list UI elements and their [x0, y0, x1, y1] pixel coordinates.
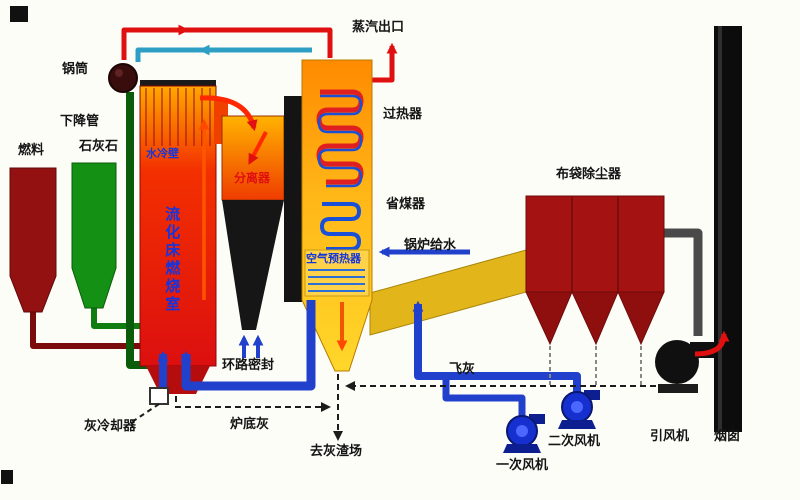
ash-cooler-line: [131, 403, 160, 423]
steam-outlet-pipe: [366, 42, 398, 83]
boiler-drum-vessel: [108, 63, 138, 93]
drum-steam-pipe: [121, 24, 190, 60]
secondary-fan-outlet: [584, 390, 600, 400]
stack-highlight: [718, 26, 722, 432]
air-pipes: [157, 300, 581, 416]
label-fly-ash: 飞灰: [449, 361, 476, 376]
label-induced-draft-fan: 引风机: [650, 428, 690, 443]
label-boiler-drum: 锅筒: [62, 61, 89, 76]
label-fuel: 燃料: [18, 142, 45, 157]
furnace-to-cyclone-arrow: [199, 95, 258, 132]
label-loop-seal: 环路密封: [222, 357, 275, 372]
fans: [503, 330, 730, 453]
label-primary-fan: 一次风机: [496, 457, 549, 472]
idfan-volute: [655, 340, 699, 384]
baghouse-hopper-2: [571, 291, 619, 346]
cyclone-outlet-column: [284, 96, 302, 302]
bottom-ash-line: [175, 396, 331, 412]
chimney-stack: [714, 26, 742, 432]
ash-lines: [131, 346, 656, 441]
furnace-top-band: [140, 80, 216, 88]
label-to-ash-yard: 去灰渣场: [310, 443, 363, 458]
furnace-tube-hatch: [145, 88, 211, 146]
cyclone-cone: [222, 200, 284, 330]
label-air-preheater: 空气预热器: [306, 253, 361, 265]
label-bag-filter: 布袋除尘器: [556, 166, 622, 181]
steam-to-superheater-pipe: [182, 27, 333, 58]
label-bottom-ash: 炉底灰: [230, 416, 270, 431]
economizer-coil: [319, 202, 362, 251]
superheater-coil-blue: [317, 94, 363, 188]
label-chimney: 烟囱: [714, 428, 741, 443]
cyclone-separator: [221, 96, 302, 330]
primary-air-fan: [503, 414, 545, 453]
induced-draft-fan: [655, 330, 730, 393]
preheater-air-pipe: [180, 300, 316, 391]
baghouse-hopper-1: [525, 291, 573, 346]
scan-mark-bottomleft: [1, 470, 13, 484]
primary-fan-base: [503, 444, 541, 453]
primary-air-pipe: [442, 378, 526, 416]
label-combustion-chamber: 流化床燃烧室: [163, 206, 181, 314]
fuel-hopper: [9, 167, 57, 313]
primary-fan-outlet: [529, 414, 545, 424]
backpass-to-baghouse-duct: [369, 249, 527, 336]
label-superheater: 过热器: [383, 106, 423, 121]
air-preheater-shell: [304, 249, 370, 297]
ash-cooler-box: [149, 387, 169, 405]
secondary-fan-hub: [571, 401, 583, 413]
label-secondary-fan: 二次风机: [548, 433, 601, 448]
air-preheater-box: [304, 249, 370, 297]
label-separator: 分离器: [234, 171, 271, 185]
idfan-to-stack-arrow: [694, 330, 730, 357]
process-arrows: [198, 95, 348, 352]
economizer-to-drum-pipe-2: [135, 47, 206, 62]
drum-highlight: [115, 69, 123, 77]
secondary-air-pipe: [412, 300, 581, 392]
label-economizer: 省煤器: [386, 196, 426, 211]
baghouse-to-idfan-duct: [662, 228, 703, 336]
idfan-base: [658, 384, 698, 393]
scan-mark-topleft: [10, 6, 28, 22]
label-ash-cooler: 灰冷却器: [84, 418, 137, 433]
baghouse-body: [525, 195, 665, 293]
baghouse: [525, 195, 665, 346]
fuel-feed-pipe: [30, 310, 151, 351]
baghouse-hopper-3: [617, 291, 665, 346]
label-water-wall: 水冷壁: [146, 148, 179, 160]
scan-artifacts: [1, 6, 28, 484]
limestone-hopper: [71, 162, 117, 309]
label-steam-outlet: 蒸汽出口: [352, 19, 405, 34]
primary-fan-hub: [516, 425, 528, 437]
steam-water-pipes: [121, 24, 470, 258]
air-preheater-tubes: [308, 269, 365, 292]
secondary-fan-base: [558, 420, 596, 429]
cyclone-down-arrow: [248, 131, 268, 165]
label-boiler-feedwater: 锅炉给水: [404, 237, 457, 252]
secondary-air-fan: [558, 390, 600, 429]
backpass: [301, 59, 373, 372]
label-downcomer: 下降管: [60, 113, 100, 128]
label-limestone: 石灰石: [79, 138, 119, 153]
